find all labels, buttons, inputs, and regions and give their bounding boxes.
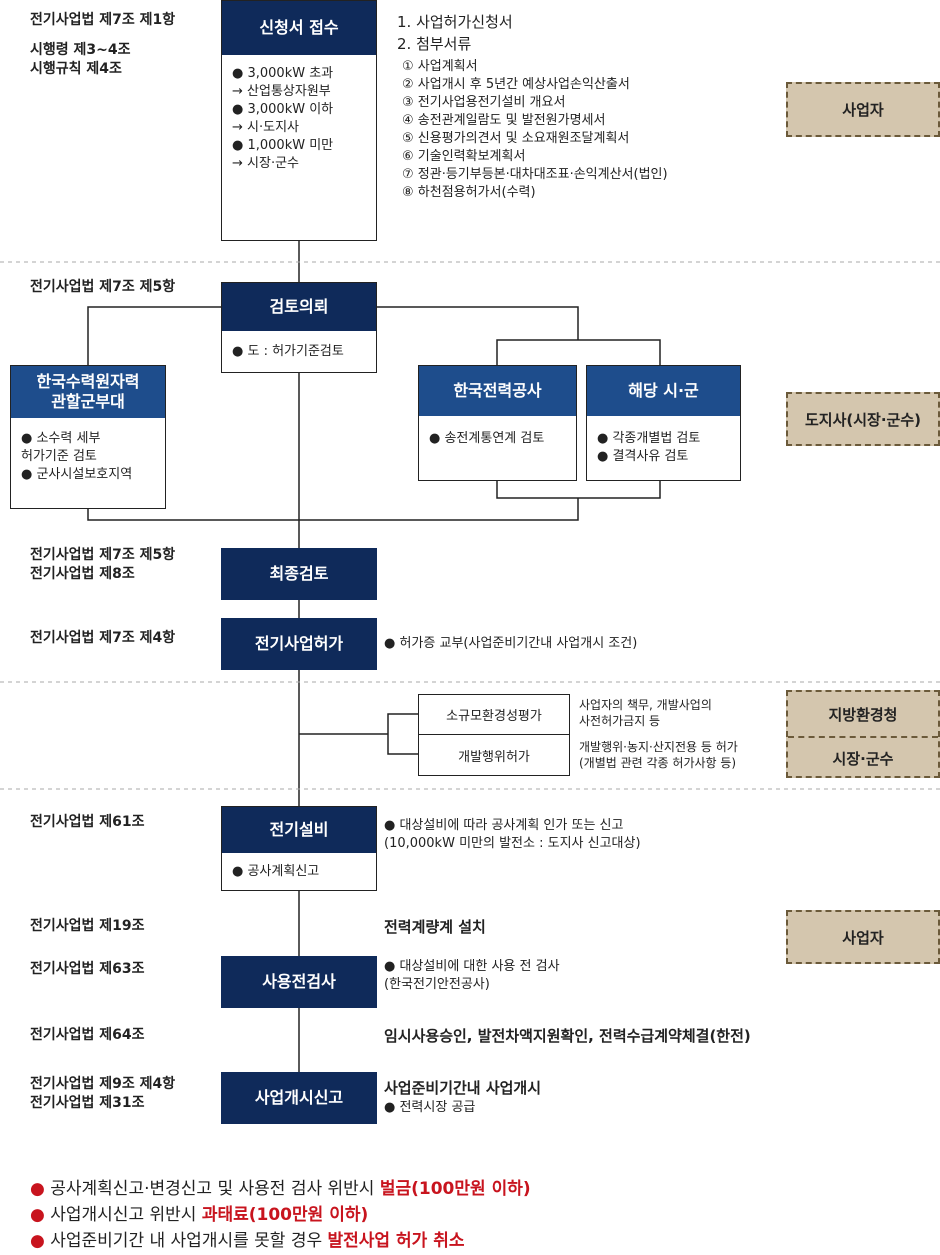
law-ref-7-4: 전기사업법 제7조 제4항 — [30, 630, 176, 646]
city-box: 해당 시·군 ● 각종개별법 검토 ● 결격사유 검토 — [586, 365, 741, 481]
approval-note: 임시사용승인, 발전차액지원확인, 전력수급계약체결(한전) — [384, 1027, 751, 1045]
docs-list: ① 사업계획서 ② 사업개시 후 5년간 예상사업손익산출서 ③ 전기사업용전기… — [402, 59, 668, 200]
facility-title: 전기설비 — [222, 807, 376, 853]
hydro-title: 한국수력원자력 관할군부대 — [11, 366, 165, 418]
actor-governor: 도지사(시장·군수) — [786, 392, 940, 446]
meter-install: 전력계량계 설치 — [384, 918, 486, 936]
application-box: 신청서 접수 ● 3,000kW 초과 → 산업통상자원부 ● 3,000kW … — [221, 0, 377, 241]
docs-heading: 1. 사업허가신청서 2. 첨부서류 — [397, 13, 513, 53]
application-title: 신청서 접수 — [222, 1, 376, 55]
law-ref-decree: 시행령 제3~4조 시행규칙 제4조 — [30, 42, 131, 77]
kepco-box: 한국전력공사 ● 송전계통연계 검토 — [418, 365, 577, 481]
actor-env-office: 지방환경청 — [788, 692, 938, 738]
law-ref-final: 전기사업법 제7조 제5항 전기사업법 제8조 — [30, 547, 176, 582]
penalty-item: ● 사업준비기간 내 사업개시를 못할 경우 발전사업 허가 취소 — [30, 1231, 465, 1251]
facility-box: 전기설비 ● 공사계획신고 — [221, 806, 377, 891]
law-ref-63: 전기사업법 제63조 — [30, 961, 145, 977]
actor-business-2: 사업자 — [786, 910, 940, 964]
law-ref-7-1: 전기사업법 제7조 제1항 — [30, 12, 176, 28]
permit-note: ● 허가증 교부(사업준비기간내 사업개시 조건) — [384, 636, 638, 651]
law-ref-64: 전기사업법 제64조 — [30, 1027, 145, 1043]
penalty-item: ● 사업개시신고 위반시 과태료(100만원 이하) — [30, 1205, 369, 1225]
actor-city-county: 시장·군수 — [832, 749, 894, 768]
hydro-items: ● 소수력 세부 허가기준 검토 ● 군사시설보호지역 — [21, 431, 133, 482]
start-note-item: ● 전력시장 공급 — [384, 1100, 476, 1115]
review-item: ● 도 : 허가기준검토 — [232, 344, 344, 359]
application-items: ● 3,000kW 초과 → 산업통상자원부 ● 3,000kW 이하 → 시·… — [232, 66, 334, 171]
env-note: 사업자의 책무, 개발사업의 사전허가금지 등 — [579, 698, 712, 728]
dev-note: 개발행위·농지·산지전용 등 허가 (개별법 관련 각종 허가사항 등) — [579, 740, 738, 770]
law-ref-9-31: 전기사업법 제9조 제4항 전기사업법 제31조 — [30, 1076, 176, 1111]
permit-box: 전기사업허가 — [221, 618, 377, 670]
law-ref-7-5: 전기사업법 제7조 제5항 — [30, 279, 176, 295]
hydro-box: 한국수력원자력 관할군부대 ● 소수력 세부 허가기준 검토 ● 군사시설보호지… — [10, 365, 166, 509]
city-items: ● 각종개별법 검토 ● 결격사유 검토 — [597, 431, 701, 464]
penalty-item: ● 공사계획신고·변경신고 및 사용전 검사 위반시 벌금(100만원 이하) — [30, 1179, 531, 1199]
law-ref-61: 전기사업법 제61조 — [30, 814, 145, 830]
facility-note: ● 대상설비에 따라 공사계획 인가 또는 신고 (10,000kW 미만의 발… — [384, 818, 641, 851]
law-ref-19: 전기사업법 제19조 — [30, 918, 145, 934]
actor-business-1: 사업자 — [786, 82, 940, 137]
kepco-title: 한국전력공사 — [419, 366, 576, 416]
dev-permit-box: 개발행위허가 — [418, 735, 570, 776]
inspection-box: 사용전검사 — [221, 956, 377, 1008]
facility-item: ● 공사계획신고 — [232, 864, 320, 879]
start-note-head: 사업준비기간내 사업개시 — [384, 1079, 542, 1097]
kepco-item: ● 송전계통연계 검토 — [429, 431, 545, 446]
review-title: 검토의뢰 — [222, 283, 376, 331]
inspection-note: ● 대상설비에 대한 사용 전 검사 (한국전기안전공사) — [384, 959, 560, 992]
city-title: 해당 시·군 — [587, 366, 740, 416]
review-box: 검토의뢰 ● 도 : 허가기준검토 — [221, 282, 377, 373]
actor-env-city: 지방환경청 시장·군수 — [786, 690, 940, 778]
env-assessment-box: 소규모환경성평가 — [418, 694, 570, 735]
final-review-box: 최종검토 — [221, 548, 377, 600]
penalty-list: ● 공사계획신고·변경신고 및 사용전 검사 위반시 벌금(100만원 이하) … — [30, 1176, 531, 1254]
business-start-box: 사업개시신고 — [221, 1072, 377, 1124]
